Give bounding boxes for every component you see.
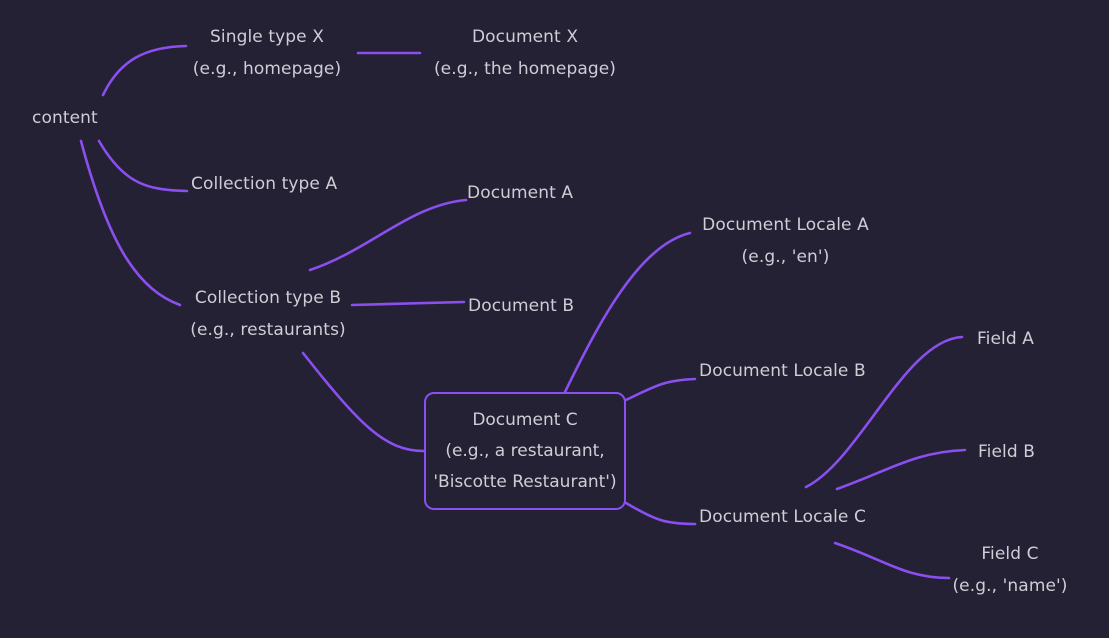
node-single-type-x-label: Single type X	[210, 27, 324, 47]
node-single-type-x[interactable]: Single type X (e.g., homepage)	[186, 21, 348, 85]
node-document-locale-b-label: Document Locale B	[699, 361, 866, 381]
edge-doc-locale-c-field-a	[804, 335, 964, 489]
node-field-c-sublabel: (e.g., 'name')	[952, 576, 1068, 596]
node-document-locale-a-label: Document Locale A	[702, 215, 869, 235]
node-field-b[interactable]: Field B	[978, 436, 1035, 468]
edge-content-single-type-x	[101, 44, 188, 97]
node-document-x-sublabel: (e.g., the homepage)	[433, 59, 617, 79]
node-single-type-x-sublabel: (e.g., homepage)	[192, 59, 342, 79]
node-collection-type-b-sublabel: (e.g., restaurants)	[190, 320, 346, 340]
node-document-locale-b[interactable]: Document Locale B	[699, 355, 866, 387]
edge-doc-locale-c-field-b	[835, 448, 967, 491]
edge-document-c-doc-locale-c	[624, 501, 697, 526]
node-document-c-label: Document C	[472, 409, 578, 430]
node-collection-type-b-label: Collection type B	[194, 288, 342, 308]
node-document-b-label: Document B	[468, 296, 575, 316]
node-field-c-label: Field C	[981, 544, 1039, 564]
node-document-locale-a[interactable]: Document Locale A (e.g., 'en')	[699, 209, 872, 273]
node-document-b[interactable]: Document B	[468, 290, 574, 322]
node-field-a-label: Field A	[977, 329, 1034, 349]
node-field-c[interactable]: Field C (e.g., 'name')	[951, 538, 1069, 602]
node-content[interactable]: content	[32, 102, 98, 134]
edge-collection-b-document-c	[301, 351, 426, 453]
edge-collection-b-document-b	[350, 300, 466, 307]
node-document-locale-c[interactable]: Document Locale C	[699, 501, 866, 533]
node-document-locale-a-sublabel: (e.g., 'en')	[741, 247, 830, 267]
node-document-c-sublabel: (e.g., a restaurant,	[445, 440, 605, 461]
edge-document-c-doc-locale-a	[563, 231, 692, 394]
node-document-a[interactable]: Document A	[467, 177, 573, 209]
node-document-x-label: Document X	[471, 27, 579, 47]
node-document-locale-c-label: Document Locale C	[699, 507, 866, 527]
node-document-x[interactable]: Document X (e.g., the homepage)	[430, 21, 620, 85]
node-document-a-label: Document A	[467, 183, 574, 203]
node-collection-type-a-label: Collection type A	[191, 174, 338, 194]
node-field-b-label: Field B	[978, 442, 1036, 462]
node-document-c-sublabel2: 'Biscotte Restaurant')	[433, 471, 617, 492]
edge-content-collection-b	[79, 139, 182, 307]
edge-collection-a-document-a	[308, 198, 468, 272]
node-field-a[interactable]: Field A	[977, 323, 1034, 355]
edge-content-collection-a	[97, 139, 189, 193]
edge-doc-locale-c-field-c	[833, 541, 951, 580]
node-collection-type-a[interactable]: Collection type A	[191, 168, 337, 200]
node-content-label: content	[32, 108, 98, 128]
edge-document-c-doc-locale-b	[624, 377, 697, 402]
node-document-c[interactable]: Document C (e.g., a restaurant, 'Biscott…	[424, 392, 626, 510]
node-collection-type-b[interactable]: Collection type B (e.g., restaurants)	[187, 282, 349, 346]
